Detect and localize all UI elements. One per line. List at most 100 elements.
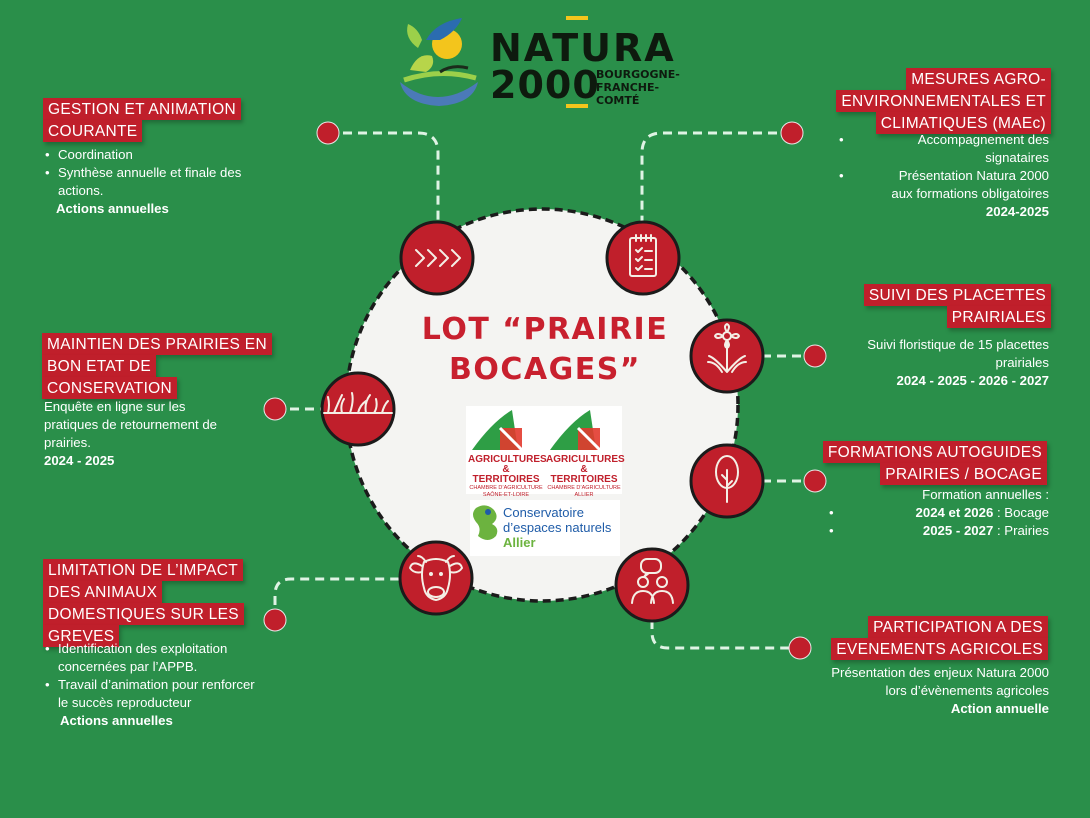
title-line: MESURES AGRO-: [906, 68, 1051, 90]
dot-maintien: [263, 397, 287, 421]
title-line: MAINTIEN DES PRAIRIES EN: [42, 333, 272, 355]
connectors: [273, 131, 815, 650]
logo-yellow-bar-bottom: [566, 104, 588, 108]
dot-formations: [803, 469, 827, 493]
disc-limitation: [398, 540, 474, 616]
bullet-text: Présentation Natura 2000: [898, 168, 1049, 183]
dot-suivi: [803, 344, 827, 368]
partner-brand: & TERRITOIRES: [550, 464, 618, 485]
chambre-logo-1: [472, 410, 524, 452]
title-line: ENVIRONNEMENTALES ET: [836, 90, 1051, 112]
title-line: BON ETAT DE: [42, 355, 157, 377]
connector-mesures: [640, 131, 792, 228]
title-line: PRAIRIALES: [946, 306, 1051, 328]
tree-icon: [715, 455, 739, 503]
section-participation-title: PARTICIPATION A DES EVENEMENTS AGRICOLES: [831, 616, 1048, 660]
people-discussion-icon: [631, 558, 674, 604]
title-line: COURANTE: [43, 120, 143, 142]
bullet-item: Identification des exploitationconcernée…: [45, 640, 304, 676]
section-maintien-body: Enquête en ligne sur les pratiques de re…: [44, 398, 284, 470]
endpoint-dots: [263, 121, 827, 660]
body-line: prairiales: [995, 355, 1049, 370]
partner-chambre-saone-et-loire: AGRICULTURES & TERRITOIRES CHAMBRE D’AGR…: [468, 454, 547, 499]
logo-yellow-bar-top: [566, 16, 588, 20]
title-line: LIMITATION DE L’IMPACT: [43, 559, 244, 581]
center-title-line: BOCAGES”: [448, 352, 642, 387]
natura-2000-emblem: [395, 18, 479, 106]
bullet-item: 2025 - 2027 : Prairies: [829, 522, 1049, 540]
title-line: SUIVI DES PLACETTES: [863, 284, 1051, 306]
body-line: Suivi floristique de 15 placettes: [867, 337, 1049, 352]
connector-limitation: [273, 577, 400, 620]
logo-2000: 2000: [490, 63, 600, 107]
flower-icon: [707, 323, 747, 373]
bullet-text: Identification des exploitation: [58, 641, 228, 656]
disc-participation: [614, 547, 690, 623]
dot-participation: [788, 636, 812, 660]
body-line: pratiques de retournement de: [44, 417, 218, 432]
body-line: Formation annuelles :: [922, 487, 1049, 502]
section-gestion-body: Coordination Synthèse annuelle et finale…: [44, 146, 284, 218]
bullet-text: Synthèse annuelle et finale des: [58, 165, 242, 180]
section-limitation-body: Identification des exploitationconcernée…: [44, 640, 304, 730]
chevrons-right-icon: [415, 249, 461, 267]
partner-brand: AGRICULTURES: [468, 454, 547, 465]
title-line: CONSERVATION: [42, 377, 178, 399]
disc-maintien: [320, 371, 396, 447]
body-line: lors d’évènements agricoles: [885, 683, 1049, 698]
section-footer: 2024 - 2025: [44, 453, 115, 468]
bullet-text: Accompagnement des: [917, 132, 1049, 147]
section-suivi-body: Suivi floristique de 15 placettes prairi…: [819, 336, 1049, 390]
bullet-item: Coordination: [45, 146, 284, 164]
section-footer: 2024-2025: [985, 204, 1049, 219]
section-footer: Actions annuelles: [60, 713, 173, 728]
partner-brand: & TERRITOIRES: [472, 464, 540, 485]
center-title: LOT “PRAIRIE BOCAGES”: [400, 310, 690, 390]
bullet-item: 2024 et 2026 : Bocage: [829, 504, 1049, 522]
section-footer: 2024 - 2025 - 2026 - 2027: [896, 373, 1049, 388]
bullet-text: le succès reproducteur: [58, 695, 192, 710]
partner-cen-line: Conservatoire: [503, 505, 584, 520]
section-footer: Action annuelle: [950, 701, 1049, 716]
cow-icon: [409, 555, 463, 601]
partner-sub: CHAMBRE D’AGRICULTURE: [547, 485, 621, 491]
partner-sub: CHAMBRE D’AGRICULTURE: [469, 485, 543, 491]
partner-cen-allier: Conservatoire d’espaces naturels Allier: [503, 505, 621, 550]
title-line: GESTION ET ANIMATION: [43, 98, 242, 120]
section-mesures-body: Accompagnement des signataires Présentati…: [839, 131, 1049, 221]
bullet-item: Accompagnement des signataires: [839, 131, 1049, 167]
checklist-icon: [629, 234, 657, 277]
connector-gestion: [328, 131, 440, 228]
chambre-logo-2: [550, 410, 602, 452]
bullet-text: : Prairies: [993, 523, 1049, 538]
section-formations-title: FORMATIONS AUTOGUIDES PRAIRIES / BOCAGE: [822, 441, 1047, 485]
bullet-bold: 2024 et 2026: [915, 505, 994, 520]
bullet-text: : Bocage: [993, 505, 1049, 520]
center-title-line: LOT “PRAIRIE: [421, 312, 669, 347]
partner-cen-line: Allier: [503, 535, 536, 550]
title-line: CLIMATIQUES (MAEc): [875, 112, 1051, 134]
partner-sub: ALLIER: [574, 492, 594, 498]
dot-mesures: [780, 121, 804, 145]
logo-region-line: COMTÉ: [596, 94, 640, 107]
title-line: FORMATIONS AUTOGUIDES: [822, 441, 1047, 463]
section-mesures-title: MESURES AGRO- ENVIRONNEMENTALES ET CLIMA…: [836, 68, 1051, 134]
partner-cen-line: d’espaces naturels: [503, 520, 612, 535]
dot-gestion: [316, 121, 340, 145]
body-line: Enquête en ligne sur les: [44, 399, 186, 414]
title-line: PRAIRIES / BOCAGE: [880, 463, 1047, 485]
logo-region-line: FRANCHE-: [596, 81, 660, 94]
partner-sub: SAÔNE-ET-LOIRE: [482, 492, 530, 498]
logo-natura: NATURA: [490, 26, 676, 70]
dot-limitation: [263, 608, 287, 632]
cen-allier-logo: [473, 505, 498, 540]
logo-region-line: BOURGOGNE-: [596, 68, 680, 81]
bullet-bold: 2025 - 2027: [922, 523, 994, 538]
partner-brand: AGRICULTURES: [546, 454, 625, 465]
connector-participation: [650, 620, 800, 650]
bullet-text: signataires: [985, 150, 1049, 165]
